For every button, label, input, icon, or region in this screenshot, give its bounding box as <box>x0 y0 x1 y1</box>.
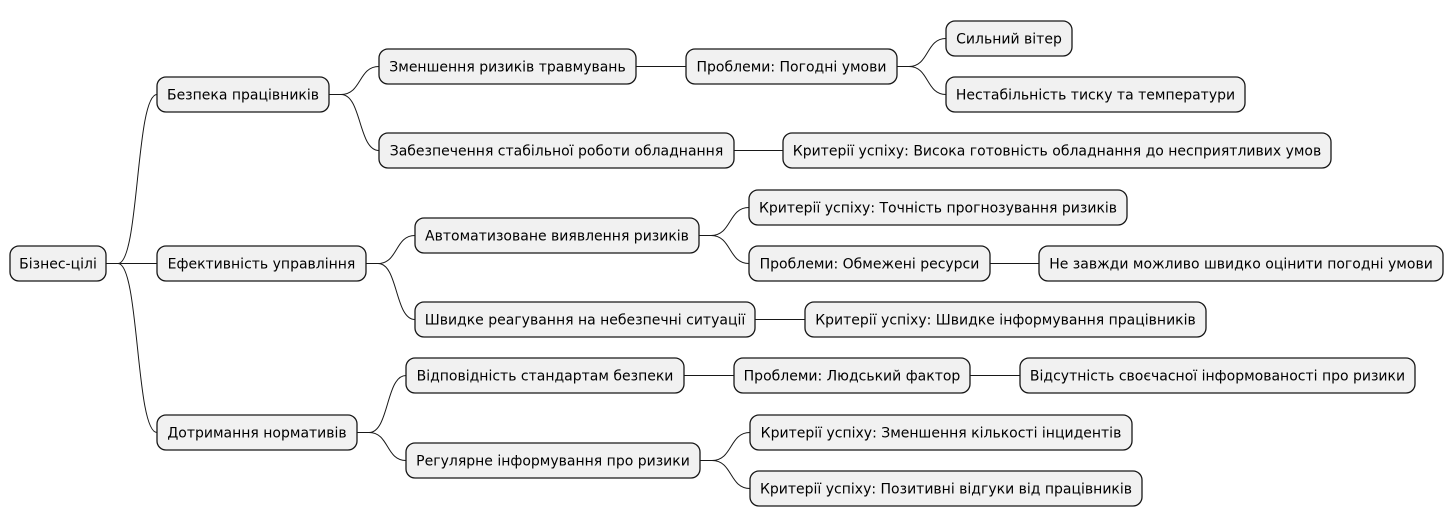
connector-lines <box>106 38 1039 489</box>
node-rapid-hazard-response: Швидке реагування на небезпечні ситуації <box>414 301 756 338</box>
svg-text:Безпека працівників: Безпека працівників <box>167 88 319 104</box>
node-problem-weather: Проблеми: Погодні умови <box>685 48 898 85</box>
svg-text:Забезпечення стабільної роботи: Забезпечення стабільної роботи обладнанн… <box>390 144 724 160</box>
node-root: Бізнес-цілі <box>9 245 107 282</box>
svg-text:Критерії успіху: Зменшення кіл: Критерії успіху: Зменшення кількості інц… <box>761 426 1122 442</box>
connector-line <box>357 375 407 433</box>
connector-line <box>357 432 407 461</box>
svg-text:Бізнес-цілі: Бізнес-цілі <box>19 257 97 273</box>
connector-line <box>329 66 380 95</box>
node-safety-standards-compliance: Відповідність стандартам безпеки <box>405 357 685 394</box>
svg-text:Критерії успіху: Висока готовн: Критерії успіху: Висока готовність облад… <box>793 144 1322 160</box>
node-success-fast-worker-notification: Критерії успіху: Швидке інформування пра… <box>804 301 1207 338</box>
node-pressure-temperature-instability: Нестабільність тиску та температури <box>945 76 1246 113</box>
node-weather-assessment-difficulty: Не завжди можливо швидко оцінити погодні… <box>1038 245 1444 282</box>
node-problem-limited-resources: Проблеми: Обмежені ресурси <box>748 245 991 282</box>
svg-text:Сильний вітер: Сильний вітер <box>956 32 1062 48</box>
connector-line <box>897 66 947 95</box>
connector-line <box>700 460 751 489</box>
svg-text:Критерії успіху: Позитивні від: Критерії успіху: Позитивні відгуки від п… <box>760 482 1132 498</box>
svg-text:Автоматизоване виявлення ризик: Автоматизоване виявлення ризиків <box>425 229 689 245</box>
svg-text:Відсутність своєчасної інформо: Відсутність своєчасної інформованості пр… <box>1030 369 1405 385</box>
svg-text:Критерії успіху: Швидке інформ: Критерії успіху: Швидке інформування пра… <box>815 313 1196 329</box>
node-injury-risk-reduction: Зменшення ризиків травмувань <box>378 48 637 85</box>
connector-line <box>699 235 750 264</box>
svg-text:Проблеми: Обмежені ресурси: Проблеми: Обмежені ресурси <box>760 257 980 273</box>
svg-text:Критерії успіху: Точність прог: Критерії успіху: Точність прогнозування … <box>759 201 1117 217</box>
svg-text:Ефективність управління: Ефективність управління <box>168 257 356 273</box>
connector-line <box>106 263 158 433</box>
connector-line <box>106 94 158 264</box>
node-success-incident-reduction: Критерії успіху: Зменшення кількості інц… <box>749 414 1133 451</box>
node-branch-regulatory-compliance: Дотримання нормативів <box>156 414 358 451</box>
node-branch-worker-safety: Безпека працівників <box>156 76 330 113</box>
svg-text:Нестабільність тиску та темпер: Нестабільність тиску та температури <box>956 88 1235 104</box>
svg-text:Швидке реагування на небезпечн: Швидке реагування на небезпечні ситуації <box>425 313 746 329</box>
svg-text:Зменшення ризиків травмувань: Зменшення ризиків травмувань <box>389 60 625 76</box>
connector-line <box>699 207 750 236</box>
node-success-forecast-accuracy: Критерії успіху: Точність прогнозування … <box>748 189 1128 226</box>
node-success-positive-feedback: Критерії успіху: Позитивні відгуки від п… <box>749 470 1143 507</box>
connector-line <box>366 235 416 264</box>
connector-line <box>366 263 416 320</box>
svg-text:Проблеми: Погодні умови: Проблеми: Погодні умови <box>697 60 887 76</box>
svg-text:Проблеми: Людський фактор: Проблеми: Людський фактор <box>744 369 961 385</box>
node-lack-of-timely-risk-awareness: Відсутність своєчасної інформованості пр… <box>1019 357 1416 394</box>
node-regular-risk-briefing: Регулярне інформування про ризики <box>405 442 701 479</box>
svg-text:Відповідність стандартам безпе: Відповідність стандартам безпеки <box>417 369 674 385</box>
node-automated-risk-detection: Автоматизоване виявлення ризиків <box>414 217 700 254</box>
svg-text:Не завжди можливо швидко оціни: Не завжди можливо швидко оцінити погодні… <box>1049 257 1433 273</box>
node-equipment-stability: Забезпечення стабільної роботи обладнанн… <box>378 132 735 169</box>
node-strong-wind: Сильний вітер <box>945 20 1073 57</box>
connector-line <box>700 432 751 461</box>
connector-line <box>897 38 947 67</box>
node-success-equipment-readiness: Критерії успіху: Висока готовність облад… <box>782 132 1332 169</box>
svg-text:Регулярне інформування про риз: Регулярне інформування про ризики <box>416 454 690 470</box>
connector-line <box>329 94 380 151</box>
node-branch-management-efficiency: Ефективність управління <box>156 245 367 282</box>
node-problem-human-factor: Проблеми: Людський фактор <box>733 357 971 394</box>
svg-text:Дотримання нормативів: Дотримання нормативів <box>167 426 346 442</box>
